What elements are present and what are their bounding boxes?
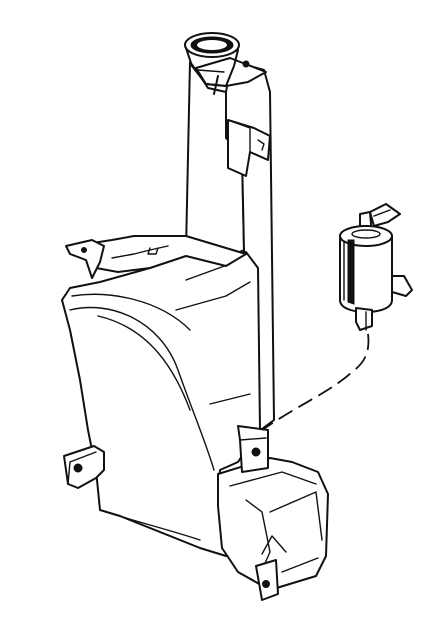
left-lower-bracket: [63, 445, 105, 489]
pump-mount-tab: [237, 425, 269, 473]
upper-bracket: [227, 119, 271, 177]
left-shelf-bracket: [65, 239, 105, 279]
washer-reservoir: [61, 57, 329, 591]
bottom-bracket: [255, 559, 279, 601]
filler-neck: [184, 32, 250, 95]
leader-line: [261, 333, 370, 431]
washer-pump: [339, 203, 413, 331]
